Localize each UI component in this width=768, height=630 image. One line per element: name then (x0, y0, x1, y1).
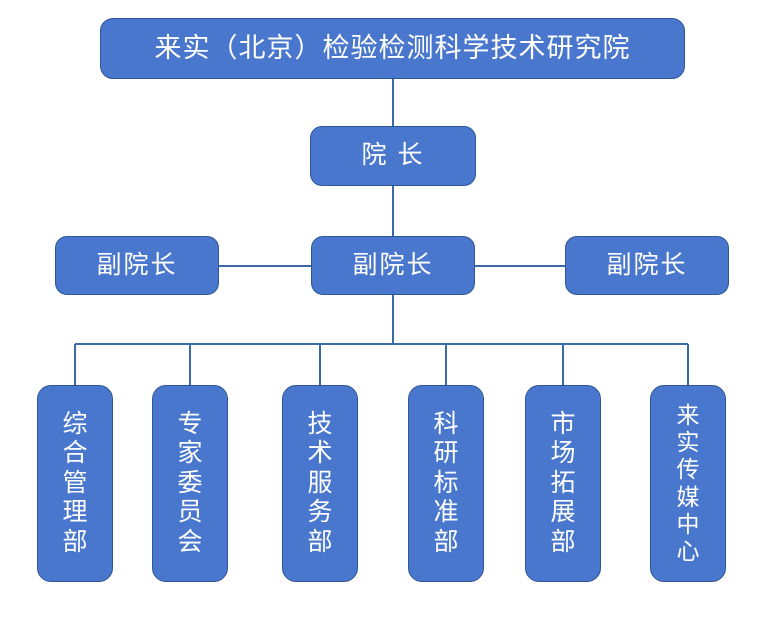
node-department-expert-committee[interactable]: 专家委员会 (152, 385, 228, 582)
node-label-char: 务 (307, 498, 333, 527)
node-label-char: 员 (177, 498, 203, 527)
node-label-char: 服 (307, 468, 333, 497)
node-president[interactable]: 院 长 (310, 126, 476, 186)
node-label-char: 传 (676, 456, 700, 483)
node-label-char: 综 (62, 409, 88, 438)
node-label-char: 部 (433, 527, 459, 556)
node-label-char: 专 (177, 409, 203, 438)
node-label-char: 标 (433, 468, 459, 497)
node-label-char: 拓 (550, 468, 576, 497)
node-label-char: 部 (62, 527, 88, 556)
node-label-char: 家 (177, 439, 203, 468)
node-label-char: 管 (62, 468, 88, 497)
node-label-char: 术 (307, 439, 333, 468)
node-department-technical-service[interactable]: 技术服务部 (282, 385, 358, 582)
node-label-char: 理 (62, 498, 88, 527)
node-vice-president-right[interactable]: 副院长 (565, 236, 729, 295)
node-department-general-management[interactable]: 综合管理部 (37, 385, 113, 582)
node-department-laishi-media-center[interactable]: 来实传媒中心 (650, 385, 726, 582)
node-vice-president-center[interactable]: 副院长 (311, 236, 475, 295)
node-department-market-development[interactable]: 市场拓展部 (525, 385, 601, 582)
node-label-char: 会 (177, 527, 203, 556)
node-label-char: 委 (177, 468, 203, 497)
node-label-char: 科 (433, 409, 459, 438)
node-label-char: 来 (676, 402, 700, 429)
node-label-char: 合 (62, 439, 88, 468)
node-label-char: 媒 (676, 483, 700, 510)
node-label-char: 市 (550, 409, 576, 438)
node-department-research-standards[interactable]: 科研标准部 (408, 385, 484, 582)
node-label-char: 场 (550, 439, 576, 468)
node-label-char: 研 (433, 439, 459, 468)
node-label-char: 准 (433, 498, 459, 527)
node-label-char: 部 (550, 527, 576, 556)
node-label-char: 中 (676, 510, 700, 537)
node-label-char: 展 (550, 498, 576, 527)
node-label-char: 实 (676, 429, 700, 456)
node-institute[interactable]: 来实（北京）检验检测科学技术研究院 (100, 18, 685, 79)
node-vice-president-left[interactable]: 副院长 (55, 236, 219, 295)
node-label-char: 技 (307, 409, 333, 438)
node-label-char: 心 (676, 537, 700, 564)
node-label-char: 部 (307, 527, 333, 556)
